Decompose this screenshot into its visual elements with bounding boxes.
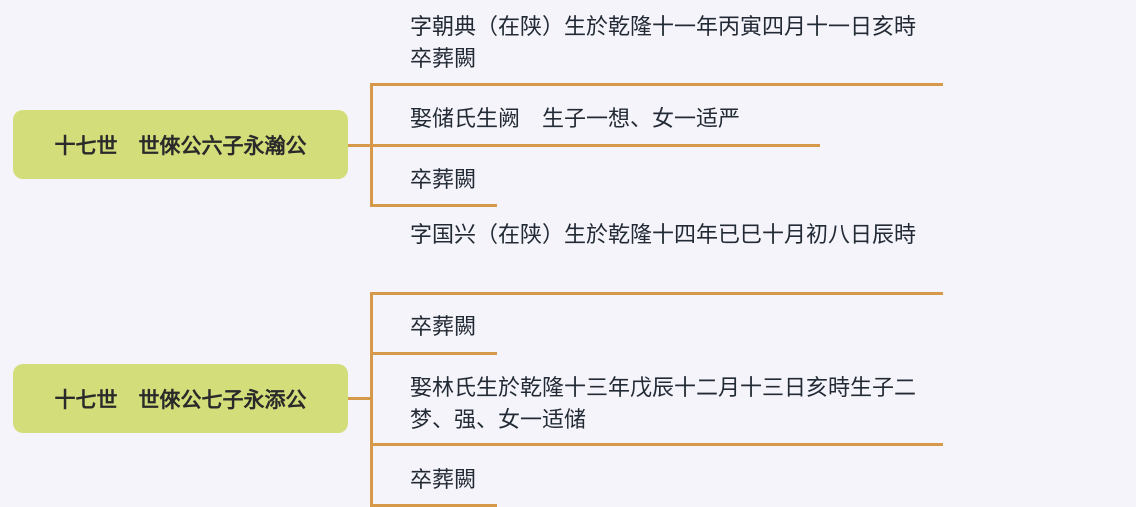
child-topic[interactable]: 娶林氏生於乾隆十三年戊辰十二月十三日亥時生子二梦、强、女一适储 [410, 376, 917, 433]
node-yongtian[interactable]: 十七世 世倈公七子永添公 [13, 364, 348, 433]
node-yonghan[interactable]: 十七世 世倈公六子永瀚公 [13, 110, 348, 179]
topic-underline [370, 83, 943, 86]
topic-underline [370, 504, 497, 507]
topic-underline [370, 204, 497, 207]
child-topic[interactable]: 卒葬闕 [410, 168, 477, 193]
child-topic[interactable]: 卒葬闕 [410, 468, 477, 493]
child-topic[interactable]: 字朝典（在陕）生於乾隆十一年丙寅四月十一日亥時 卒葬闕 [410, 15, 946, 72]
child-topic[interactable]: 卒葬闕 [410, 315, 477, 340]
child-topic[interactable]: 字国兴（在陕）生於乾隆十四年已巳十月初八日辰時 [410, 223, 917, 248]
child-topic[interactable]: 娶储氏生阙 生子一想、女一适严 [410, 107, 741, 132]
topic-underline [370, 443, 943, 446]
connector [348, 144, 372, 147]
topic-underline [370, 352, 497, 355]
connector [348, 397, 372, 400]
topic-underline [370, 292, 943, 295]
topic-underline [370, 144, 820, 147]
connector [370, 292, 373, 507]
